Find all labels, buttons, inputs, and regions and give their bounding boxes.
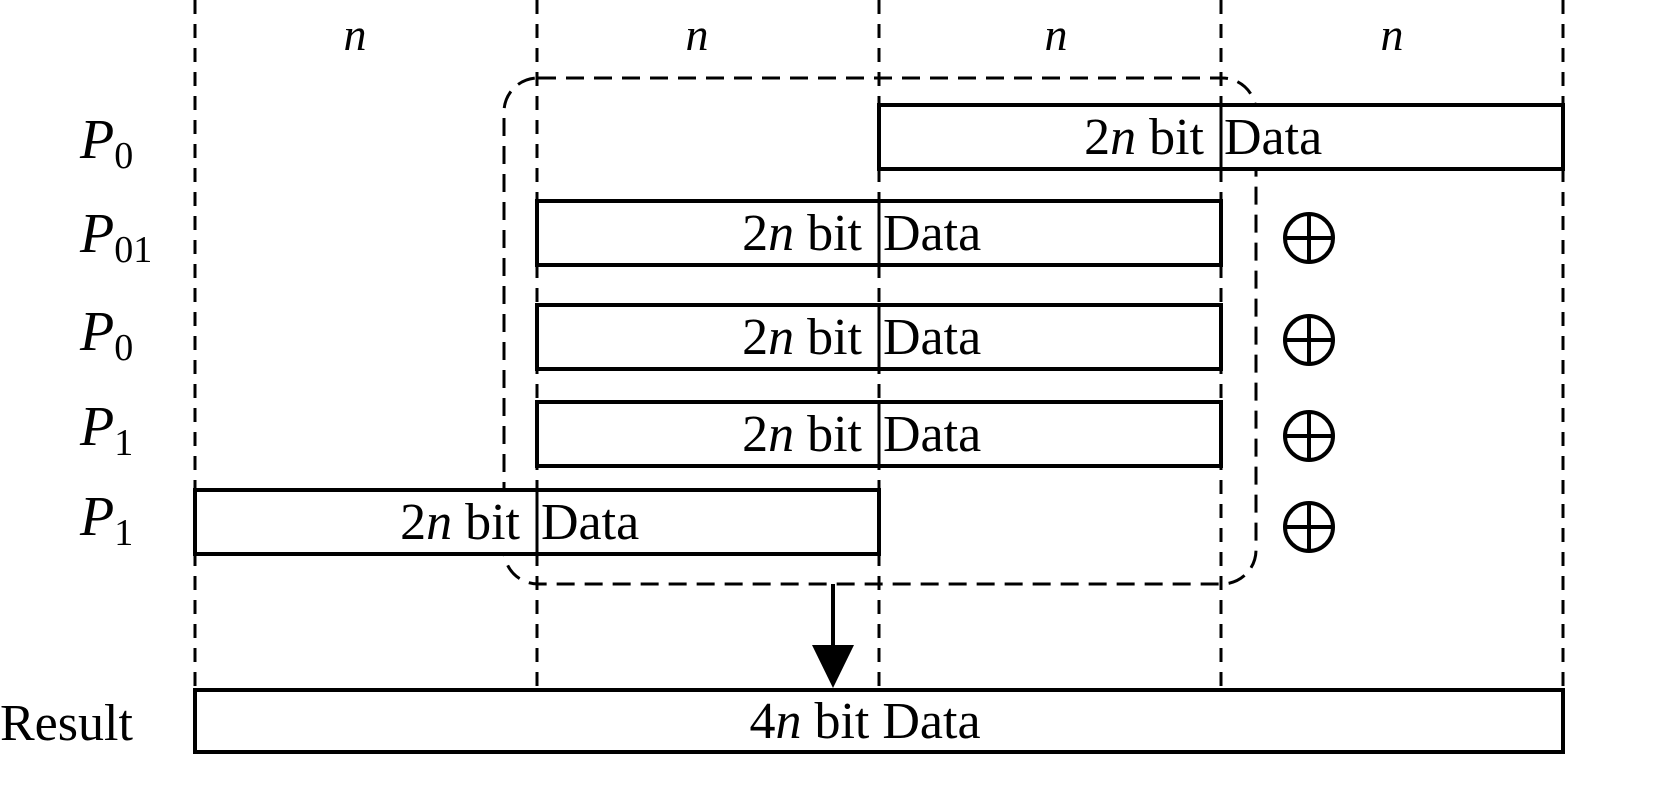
- bar-row-3: 2n bit Data: [535, 303, 1223, 371]
- xor-icon: [1283, 501, 1335, 553]
- xor-icon: [1283, 314, 1335, 366]
- bar-label-left: 2n bit: [742, 309, 875, 366]
- column-label-4: n: [1381, 9, 1404, 60]
- bar-label-left: 2n bit: [742, 205, 875, 262]
- bar-label-right: Data: [883, 406, 981, 463]
- column-label-3: n: [1045, 9, 1068, 60]
- column-label-1: n: [344, 9, 367, 60]
- column-labels: n n n n: [344, 9, 1404, 60]
- row-label-p0: P0: [79, 301, 133, 369]
- row-labels: P0 P01 P0 P1 P1 Result: [0, 109, 152, 752]
- result-label: Result: [0, 695, 133, 752]
- bar-label-right: Data: [541, 494, 639, 551]
- summation-group-box: [502, 76, 1258, 586]
- down-arrow-icon: [812, 584, 854, 688]
- column-label-2: n: [686, 9, 709, 60]
- row-label-p0-top: P0: [79, 109, 133, 177]
- bar-label-right: Data: [1224, 109, 1322, 166]
- row-label-p1-bottom: P1: [79, 486, 133, 554]
- bar-row-1: 2n bit Data: [877, 103, 1565, 171]
- bar-label-left: 2n bit: [742, 406, 875, 463]
- result-bar: [193, 688, 1565, 754]
- result-bar-label: 4n bit Data: [749, 693, 980, 750]
- bar-label-right: Data: [883, 309, 981, 366]
- bar-row-4: 2n bit Data: [535, 400, 1223, 468]
- row-label-p1: P1: [79, 396, 133, 464]
- bar-row-2: 2n bit Data: [535, 199, 1223, 267]
- row-label-p01: P01: [79, 203, 152, 271]
- xor-icon: [1283, 212, 1335, 264]
- bar-label-right: Data: [883, 205, 981, 262]
- xor-icon: [1283, 410, 1335, 462]
- bar-label-left: 2n bit: [1084, 109, 1217, 166]
- bar-label-left: 2n bit: [400, 494, 533, 551]
- xor-operators: [1283, 212, 1335, 553]
- bar-row-5: 2n bit Data: [193, 488, 881, 556]
- result-row: 4n bit Data: [193, 688, 1565, 754]
